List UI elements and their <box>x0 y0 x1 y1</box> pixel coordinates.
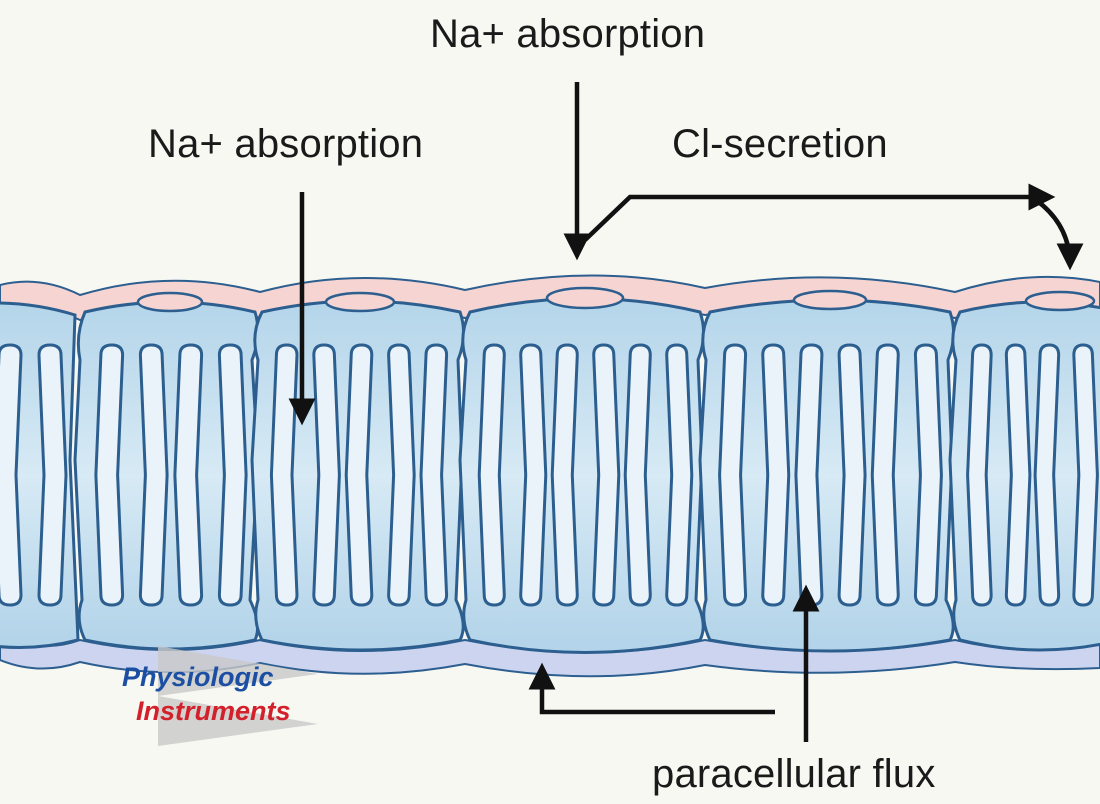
cell-column <box>344 343 374 607</box>
logo-line2: Instruments <box>136 696 291 726</box>
logo-arrow-icon <box>158 646 318 746</box>
cl-secretion-curve-arrow <box>1034 198 1084 271</box>
cell-column <box>419 343 449 607</box>
flux-arrows <box>288 82 1084 742</box>
cell-column <box>870 343 900 607</box>
cell-column <box>1033 343 1061 607</box>
cell-column <box>1072 343 1099 607</box>
cell-column <box>138 343 169 607</box>
label-na-absorption-left: Na+ absorption <box>148 122 424 166</box>
cell-column <box>312 343 341 607</box>
cell-column <box>269 343 299 607</box>
cell-column <box>837 343 867 607</box>
cell-column <box>592 343 621 607</box>
cell-column <box>94 343 125 607</box>
cell-column <box>550 343 579 607</box>
cell-column <box>0 343 23 607</box>
cell-column <box>519 343 548 607</box>
cell-column <box>173 343 204 607</box>
cell-column <box>665 343 694 607</box>
cell-column <box>477 343 506 607</box>
cell-column <box>387 343 416 607</box>
cell-column <box>794 343 824 607</box>
cell-column <box>761 343 791 607</box>
logo-line1: Physiologic <box>122 662 274 692</box>
label-na-absorption-top: Na+ absorption <box>430 12 706 56</box>
cell-column <box>217 343 248 607</box>
cell-column <box>718 343 748 607</box>
cell-column <box>623 343 652 607</box>
cell-column <box>1004 343 1032 607</box>
cell-column <box>37 343 68 607</box>
cell-column <box>913 343 943 607</box>
cell-column <box>966 343 993 607</box>
paracellular-flux-return-arrow <box>528 662 775 715</box>
label-paracellular-flux: paracellular flux <box>652 752 936 796</box>
physiologic-instruments-logo: Physiologic Instruments <box>118 638 368 750</box>
cl-secretion-arrow <box>583 183 1056 242</box>
label-cl-secretion: Cl-secretion <box>672 122 888 166</box>
